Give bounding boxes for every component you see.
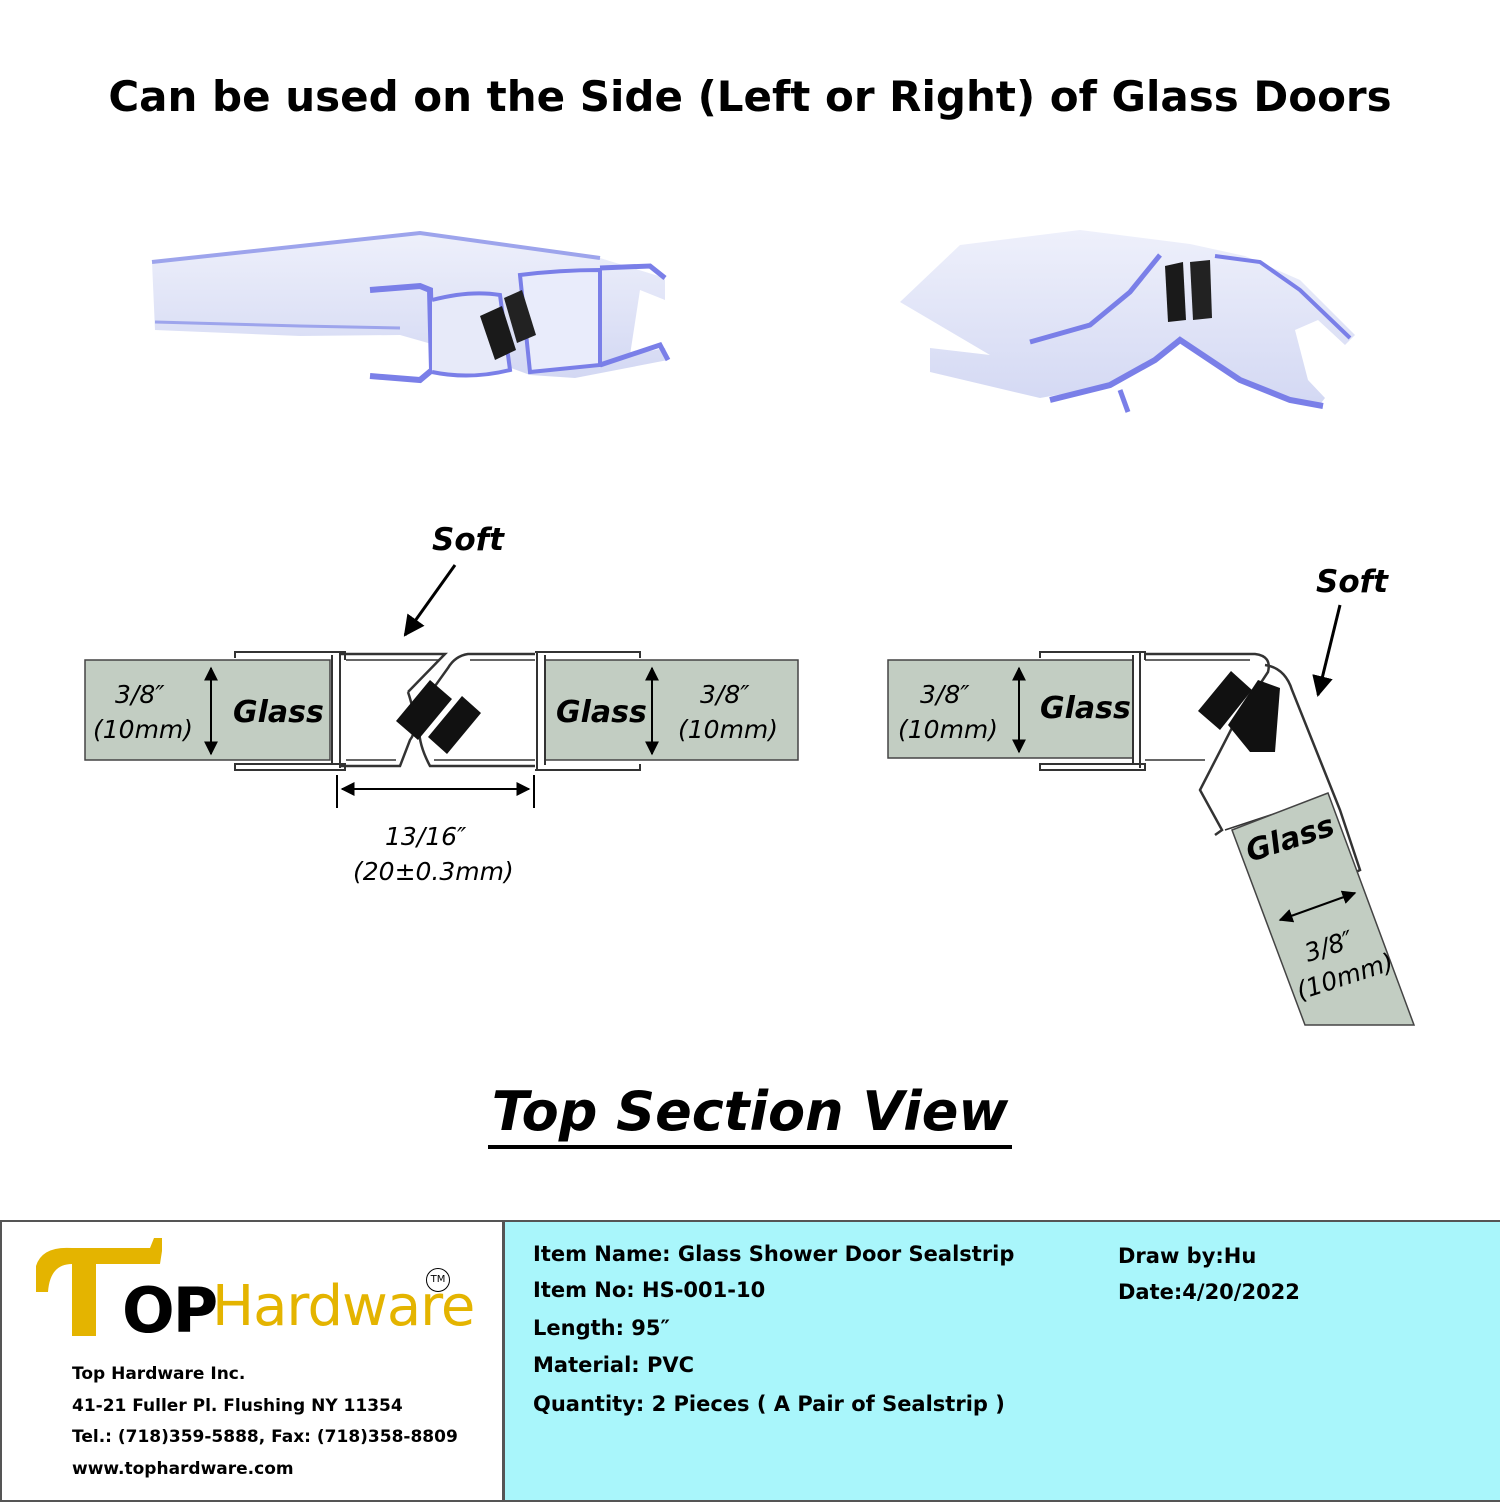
spec-item-no: Item No: HS-001-10 <box>533 1278 766 1302</box>
magnet-left <box>396 680 452 740</box>
glass-panel-right <box>544 659 799 761</box>
glass-label-left-1: Glass <box>233 695 324 730</box>
product-photo-angled <box>900 230 1355 413</box>
drawing-date: Date:4/20/2022 <box>1118 1280 1300 1304</box>
dim-inch-left-1: 3/8″ <box>115 680 165 709</box>
gap-dim-mm: (20±0.3mm) <box>353 857 514 886</box>
section-title: Top Section View <box>487 1080 1013 1149</box>
dim-inch-left-2: 3/8″ <box>700 680 750 709</box>
spec-panel: Item Name: Glass Shower Door Sealstrip I… <box>505 1222 1500 1500</box>
logo-t-mark <box>36 1238 162 1336</box>
product-photo-straight <box>151 230 671 384</box>
company-phone-fax: Tel.: (718)359-5888, Fax: (718)358-8809 <box>72 1427 458 1447</box>
gap-dim-inch: 13/16″ <box>385 822 467 851</box>
soft-label-left: Soft <box>432 522 505 558</box>
glass-label-left-2: Glass <box>556 695 647 730</box>
dim-inch-right-1: 3/8″ <box>920 680 970 709</box>
spec-material: Material: PVC <box>533 1353 695 1377</box>
headline: Can be used on the Side (Left or Right) … <box>108 72 1392 121</box>
magnet-angled-2 <box>1228 680 1280 752</box>
section-title-wrap: Top Section View <box>0 1080 1500 1149</box>
logo-op-text: OP <box>122 1274 218 1347</box>
dim-mm-left-1: (10mm) <box>93 715 193 744</box>
draw-by: Draw by:Hu <box>1118 1244 1257 1268</box>
section-diagram-straight: Soft Glass 3/8″ (10mm) Glass 3/8″ (10mm)… <box>84 522 799 886</box>
glass-panel-fixed <box>887 659 1134 759</box>
soft-label-right: Soft <box>1316 564 1389 600</box>
company-address: 41-21 Fuller Pl. Flushing NY 11354 <box>72 1396 403 1416</box>
spec-length: Length: 95″ <box>533 1316 670 1340</box>
dim-mm-left-2: (10mm) <box>678 715 778 744</box>
diagram-canvas: Soft Glass 3/8″ (10mm) Glass 3/8″ (10mm)… <box>84 230 1416 1026</box>
glass-label-right-1: Glass <box>1040 691 1131 726</box>
dim-mm-right-1: (10mm) <box>898 715 998 744</box>
magnet-right <box>428 696 481 754</box>
logo-tm-badge: TM <box>426 1268 450 1292</box>
spec-quantity: Quantity: 2 Pieces ( A Pair of Sealstrip… <box>533 1392 1005 1416</box>
company-name: Top Hardware Inc. <box>72 1364 246 1384</box>
magnet-angled-1 <box>1198 671 1252 730</box>
title-block: OP Hardware TM Top Hardware Inc. 41-21 F… <box>0 1220 1500 1502</box>
company-panel: OP Hardware TM Top Hardware Inc. 41-21 F… <box>2 1222 505 1500</box>
section-diagram-angled: Soft Glass 3/8″ (10mm) Glass 3/8″ (10mm) <box>887 564 1416 1026</box>
company-website: www.tophardware.com <box>72 1459 294 1479</box>
spec-item-name: Item Name: Glass Shower Door Sealstrip <box>533 1242 1015 1266</box>
